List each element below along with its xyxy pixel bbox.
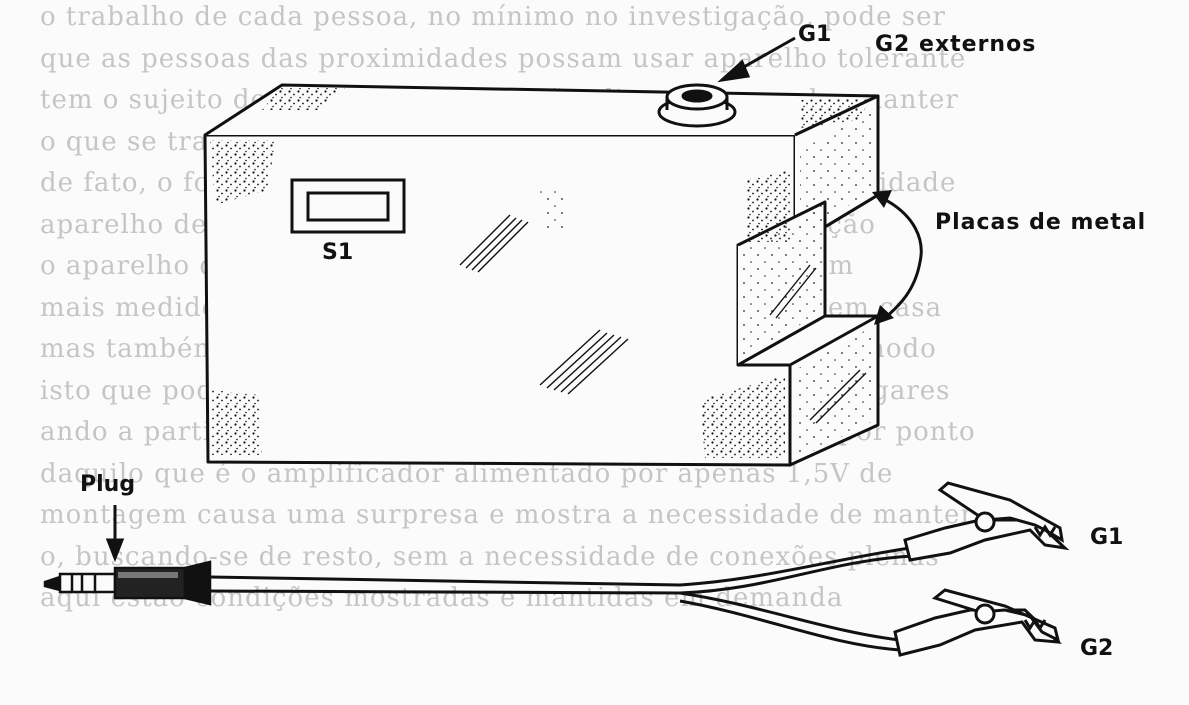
label-g2-clip: G2 — [1080, 636, 1114, 661]
g1-arrow — [717, 36, 796, 83]
label-plug: Plug — [80, 472, 136, 497]
plug-arrow — [105, 505, 125, 563]
plates-arrow — [881, 196, 923, 320]
alligator-clip-g1 — [903, 481, 1070, 562]
bleed-line: montagem causa uma surpresa e mostra a n… — [40, 500, 974, 530]
stipple-shading — [210, 88, 875, 460]
top-terminal-knob — [657, 83, 737, 128]
plates-arrowhead-bottom — [874, 305, 894, 325]
label-s1: S1 — [322, 240, 354, 265]
label-placas-de-metal: Placas de metal — [935, 210, 1147, 235]
switch-s1 — [290, 178, 406, 234]
label-g1-clip: G1 — [1090, 525, 1124, 550]
jack-plug — [43, 560, 212, 606]
label-g2-externos: G2 externos — [875, 32, 1037, 57]
plates-arrowhead-top — [872, 190, 892, 208]
cable — [209, 546, 915, 652]
alligator-clip-g2 — [893, 588, 1063, 657]
glare-hatching — [459, 214, 867, 424]
label-g1-top: G1 — [798, 22, 832, 47]
bleed-line: o trabalho de cada pessoa, no mínimo no … — [40, 2, 946, 32]
bleed-line: que as pessoas das proximidades possam u… — [40, 43, 967, 74]
